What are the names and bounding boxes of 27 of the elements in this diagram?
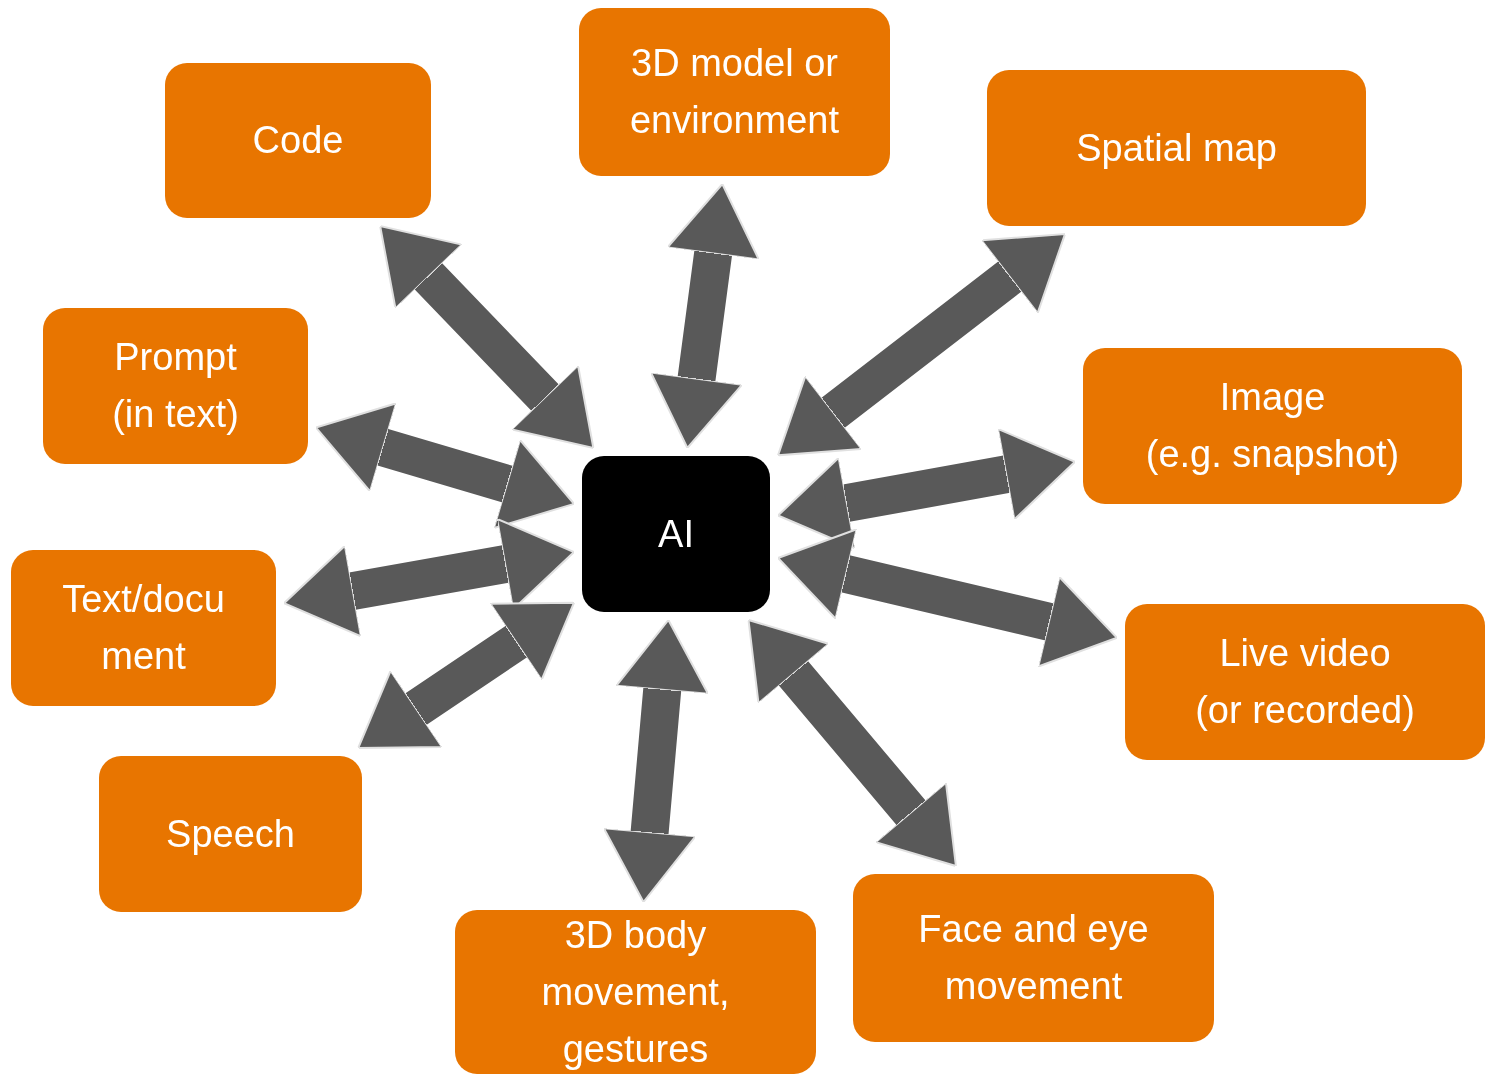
category-box	[987, 70, 1366, 226]
box-label: Speech	[166, 811, 295, 857]
category-box	[43, 308, 308, 464]
box-label: AI	[658, 511, 694, 557]
box-label: (in text)	[112, 392, 239, 437]
double-arrow	[649, 181, 760, 451]
box-label: (or recorded)	[1195, 688, 1415, 733]
box-label: Live video	[1219, 631, 1391, 676]
box-label: Text/docu ment	[61, 577, 226, 679]
category-box	[165, 63, 431, 218]
ai-box	[582, 456, 770, 612]
category-box	[11, 550, 276, 706]
box-label: Face and eye movement	[917, 907, 1150, 1009]
box-label: Image	[1219, 375, 1326, 420]
category-box	[579, 8, 890, 176]
category-box	[1083, 348, 1462, 504]
category-box	[853, 874, 1214, 1042]
category-box	[1125, 604, 1485, 760]
box-label: (e.g. snapshot)	[1145, 432, 1400, 477]
box-label: Prompt	[114, 335, 237, 380]
double-arrow	[602, 618, 710, 904]
box-label: 3D model or environment	[628, 41, 841, 143]
category-box	[455, 910, 816, 1074]
box-label: Spatial map	[1076, 125, 1277, 171]
category-box	[99, 756, 362, 912]
box-label: Code	[252, 118, 344, 163]
box-label: 3D body movement, gestures	[540, 912, 731, 1072]
